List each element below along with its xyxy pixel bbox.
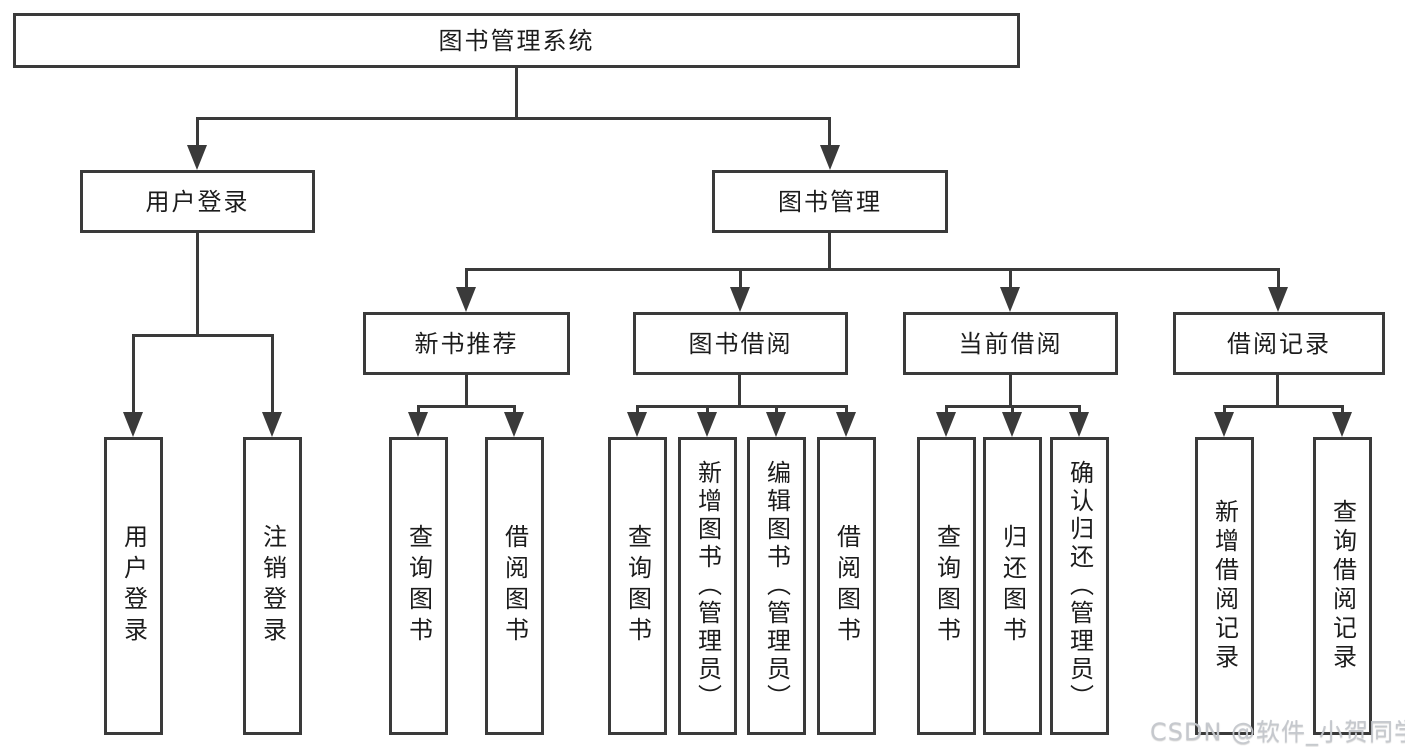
connector-line	[945, 405, 948, 415]
connector-line	[1009, 375, 1012, 408]
arrow-down-icon	[1002, 412, 1022, 437]
leaf-borrow-books-under-borrowing: 借阅图书	[817, 437, 876, 735]
leaf-borrow-books-under-recommend: 借阅图书	[485, 437, 544, 735]
connector-line	[636, 405, 639, 415]
arrow-down-icon	[836, 412, 856, 437]
leaf-logout: 注销登录	[243, 437, 302, 735]
connector-line	[417, 405, 516, 408]
arrow-down-icon	[1214, 412, 1234, 437]
node-current-borrowing: 当前借阅	[903, 312, 1118, 375]
node-user-login: 用户登录	[80, 170, 315, 233]
connector-line	[132, 334, 135, 414]
leaf-query-borrow-record: 查询借阅记录	[1313, 437, 1372, 735]
connector-line	[1341, 405, 1344, 415]
arrow-down-icon	[123, 412, 143, 437]
leaf-add-books-admin: 新增图书（管理员）	[678, 437, 737, 735]
connector-line	[271, 334, 274, 414]
arrow-down-icon	[1069, 412, 1089, 437]
arrow-down-icon	[627, 412, 647, 437]
connector-line	[465, 375, 468, 408]
connector-line	[1277, 268, 1280, 290]
leaf-query-books-under-borrowing: 查询图书	[608, 437, 667, 735]
leaf-return-books: 归还图书	[983, 437, 1042, 735]
connector-line	[738, 375, 741, 408]
leaf-add-borrow-record: 新增借阅记录	[1195, 437, 1254, 735]
leaf-edit-books-admin: 编辑图书（管理员）	[747, 437, 806, 735]
leaf-query-books-under-current: 查询图书	[917, 437, 976, 735]
arrow-down-icon	[820, 145, 840, 170]
node-borrowing-records: 借阅记录	[1173, 312, 1385, 375]
leaf-confirm-return-admin: 确认归还（管理员）	[1050, 437, 1109, 735]
arrow-down-icon	[187, 145, 207, 170]
connector-line	[196, 117, 199, 148]
connector-line	[636, 405, 848, 408]
connector-line	[513, 405, 516, 415]
arrow-down-icon	[1332, 412, 1352, 437]
arrow-down-icon	[1000, 287, 1020, 312]
connector-line	[196, 233, 199, 337]
connector-line	[1223, 405, 1226, 415]
arrow-down-icon	[408, 412, 428, 437]
connector-line	[706, 405, 709, 415]
node-book-borrowing: 图书借阅	[633, 312, 848, 375]
connector-line	[1223, 405, 1344, 408]
connector-line	[775, 405, 778, 415]
connector-line	[845, 405, 848, 415]
connector-line	[1009, 268, 1012, 290]
node-library-management-system: 图书管理系统	[13, 13, 1020, 68]
connector-line	[1011, 405, 1014, 415]
arrow-down-icon	[456, 287, 476, 312]
arrow-down-icon	[766, 412, 786, 437]
connector-line	[465, 268, 1280, 271]
arrow-down-icon	[1268, 287, 1288, 312]
leaf-user-login: 用户登录	[104, 437, 163, 735]
connector-line	[1276, 375, 1279, 408]
node-new-book-recommend: 新书推荐	[363, 312, 570, 375]
node-book-management: 图书管理	[712, 170, 948, 233]
connector-line	[828, 233, 831, 271]
connector-line	[196, 117, 831, 120]
connector-line	[515, 68, 518, 119]
connector-line	[828, 117, 831, 148]
connector-line	[132, 334, 274, 337]
leaf-query-books-under-recommend: 查询图书	[389, 437, 448, 735]
arrow-down-icon	[504, 412, 524, 437]
arrow-down-icon	[730, 287, 750, 312]
connector-line	[465, 268, 468, 290]
connector-line	[1078, 405, 1081, 415]
arrow-down-icon	[936, 412, 956, 437]
arrow-down-icon	[697, 412, 717, 437]
connector-line	[417, 405, 420, 415]
arrow-down-icon	[262, 412, 282, 437]
connector-line	[739, 268, 742, 290]
csdn-watermark: CSDN @软件_小贺同学	[1150, 718, 1405, 746]
